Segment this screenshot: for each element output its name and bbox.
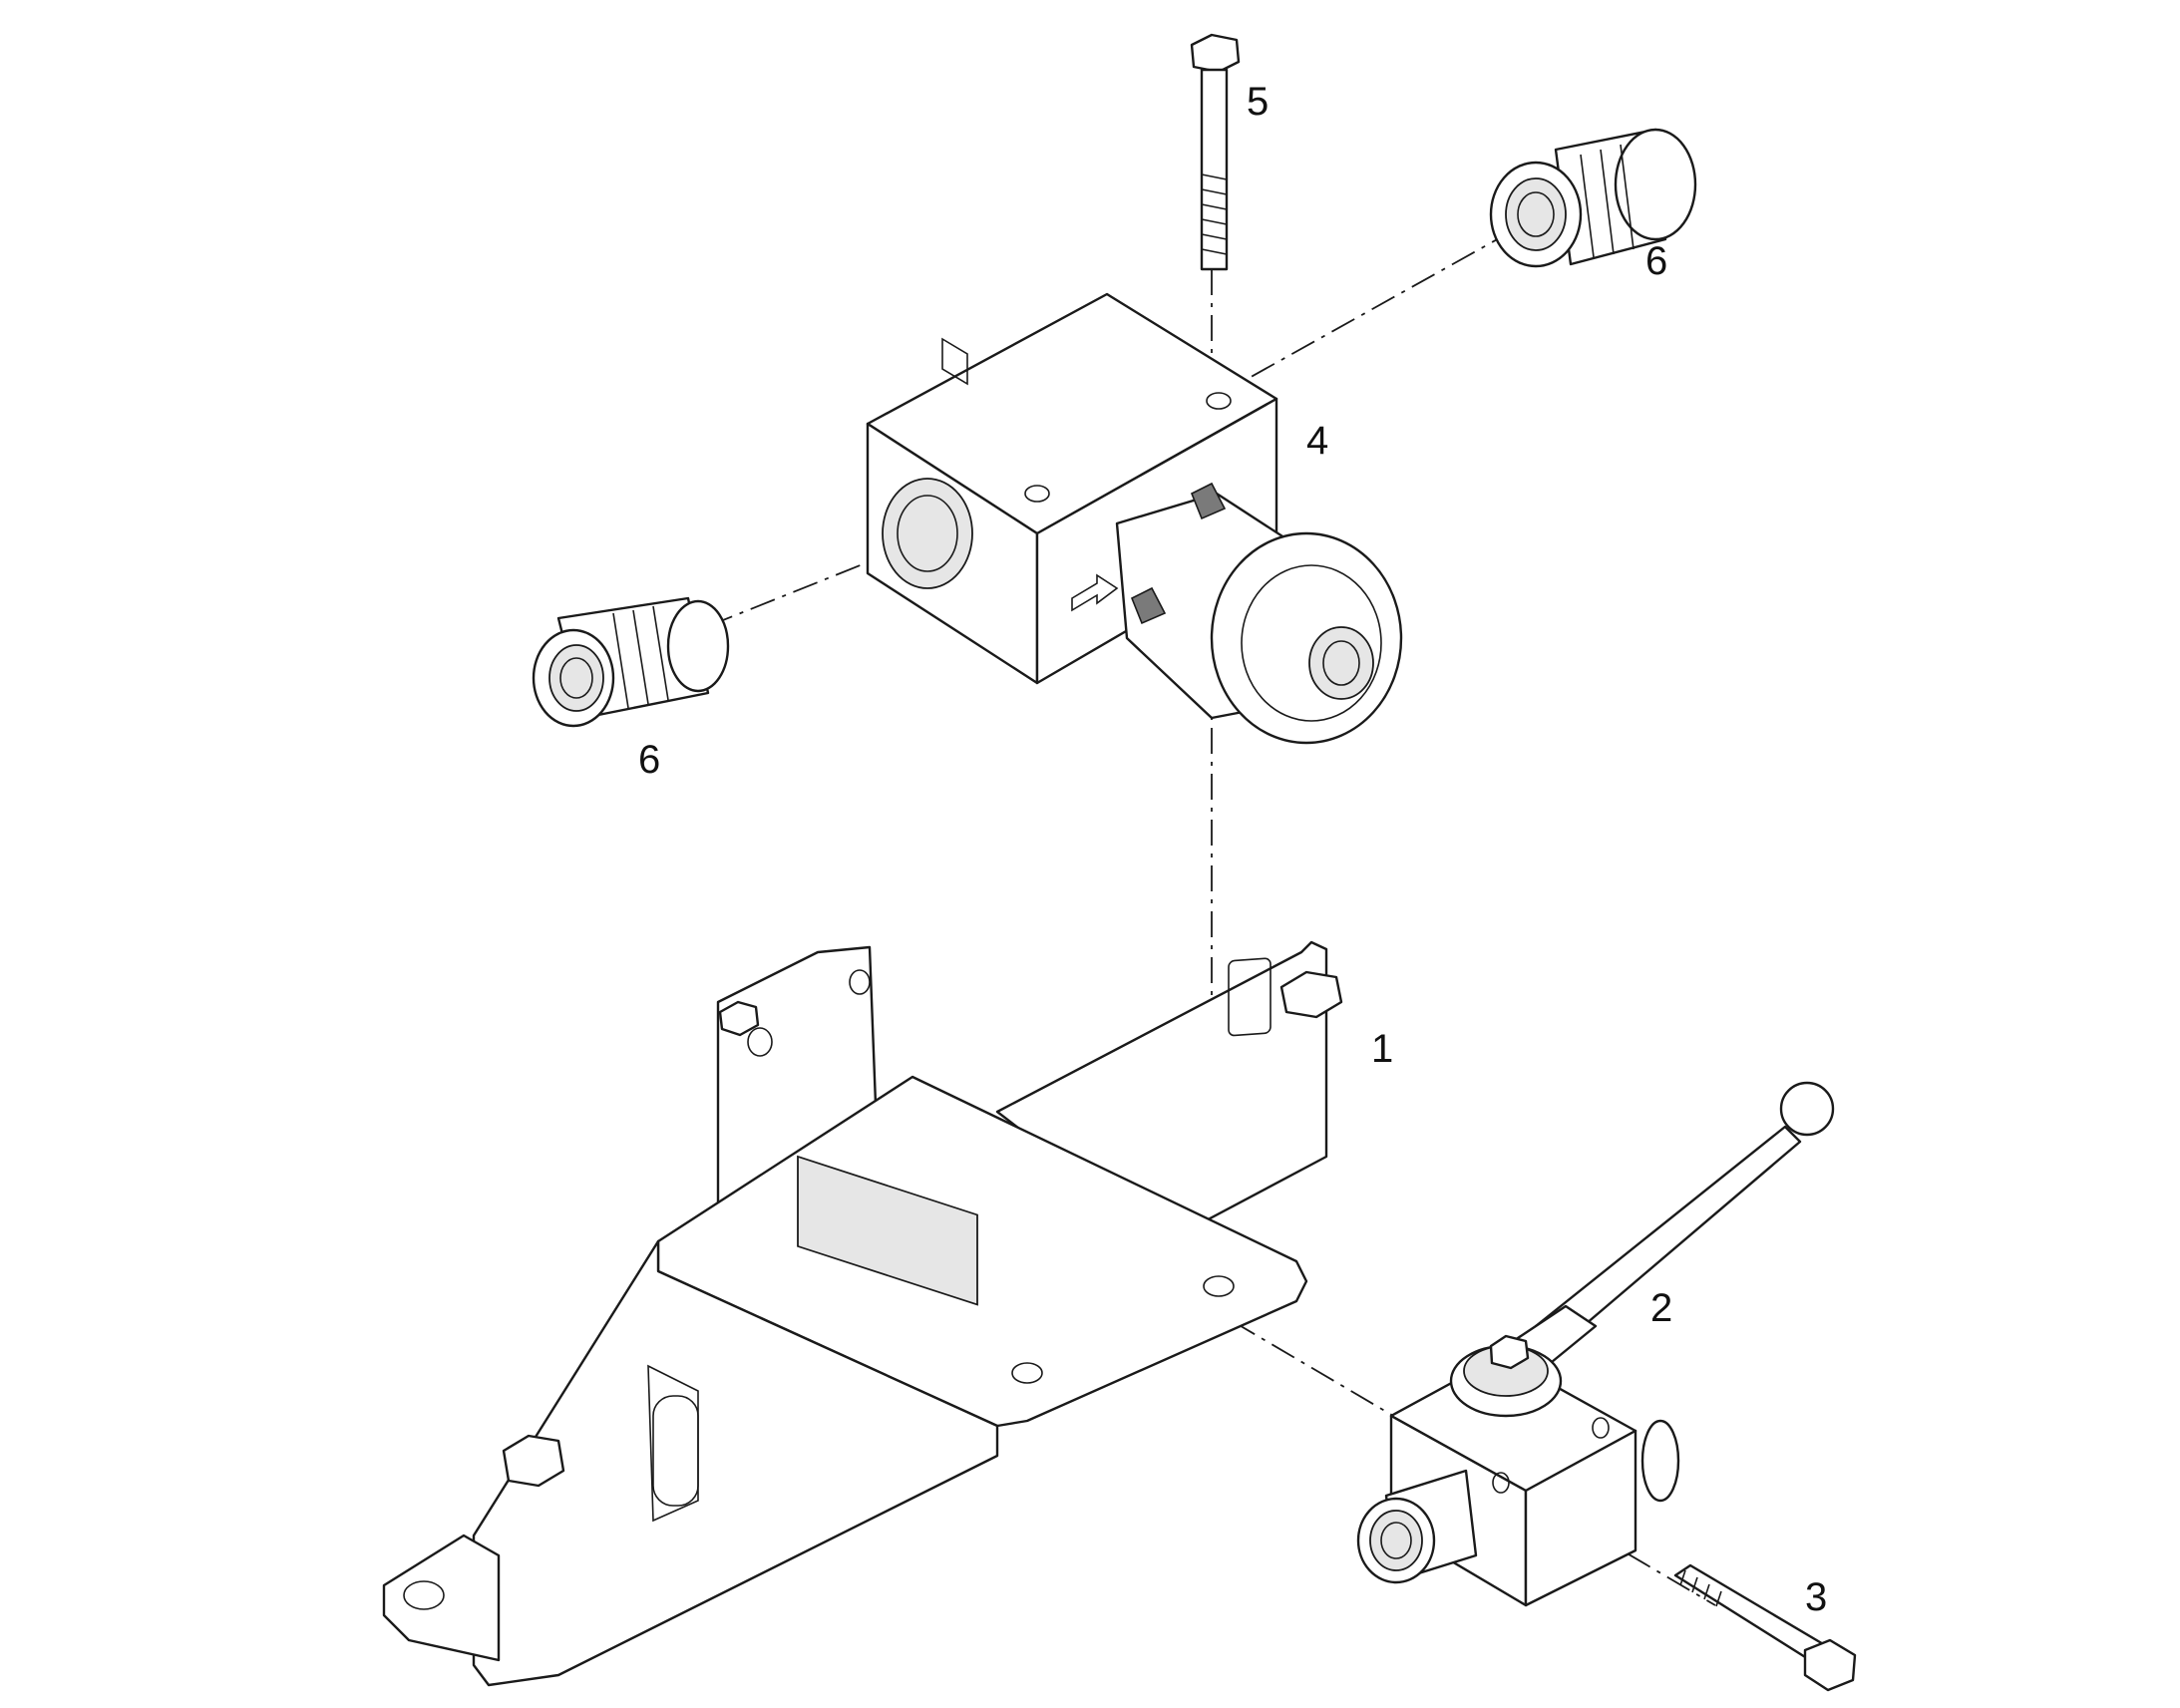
callout-3: 3 <box>1805 1575 1827 1619</box>
hydraulic-fitting-left <box>532 596 730 728</box>
callout-5: 5 <box>1247 80 1269 124</box>
hex-nut-icon <box>1279 970 1343 1019</box>
mounting-bracket <box>382 940 1343 1687</box>
hex-bolt-top <box>1190 33 1241 271</box>
callout-6-left: 6 <box>638 738 660 782</box>
callout-1: 1 <box>1371 1027 1393 1071</box>
callout-labels: 1 2 3 4 5 6 6 <box>638 80 1827 1619</box>
arrow-icon <box>1071 573 1119 612</box>
hex-nut-icon <box>718 1000 760 1037</box>
ball-valve-with-lever <box>1356 1081 1835 1607</box>
hex-bolt-bottom <box>1673 1563 1857 1692</box>
push-button-valve-block <box>866 292 1403 745</box>
hex-nut-icon <box>502 1434 565 1488</box>
callout-4: 4 <box>1306 419 1328 463</box>
callout-2: 2 <box>1650 1286 1672 1330</box>
callout-6-top: 6 <box>1645 239 1667 283</box>
hydraulic-fitting-top <box>1489 128 1697 268</box>
